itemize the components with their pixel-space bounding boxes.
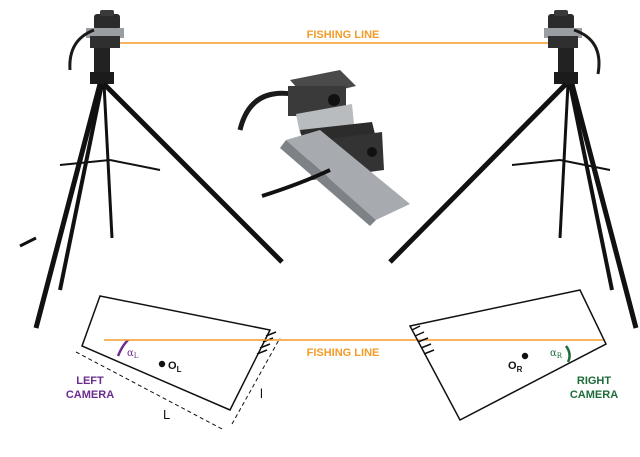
left-origin-dot [158,360,166,368]
dimension-l-label: l [260,386,263,401]
fishing-line-top-label: FISHING LINE [307,29,380,41]
right-tripod-icon [388,10,639,329]
left-origin-label: OL [168,360,182,374]
right-angle-arc [564,345,571,363]
right-origin-dot [521,352,529,360]
left-camera-label-line1: LEFT [76,375,104,387]
right-camera-schematic [408,289,607,422]
right-angle-label: αR [550,348,563,360]
left-tripod-icon [19,10,284,329]
left-dim-short-line [231,337,281,425]
left-camera-body [81,295,272,411]
right-camera-label-line2: CAMERA [570,389,618,401]
left-camera-schematic [75,295,281,431]
right-camera-label-line1: RIGHT [577,375,612,387]
fishing-line-bottom-label: FISHING LINE [307,347,380,359]
left-angle-arc [116,339,129,357]
dimension-L-label: L [163,407,170,422]
right-origin-label: OR [508,360,523,374]
center-camera-rig-icon [237,70,410,226]
left-angle-label: αL [127,348,139,360]
right-camera-body [408,289,607,422]
left-camera-label-line2: CAMERA [66,389,114,401]
right-sensor-ticks [411,325,435,355]
